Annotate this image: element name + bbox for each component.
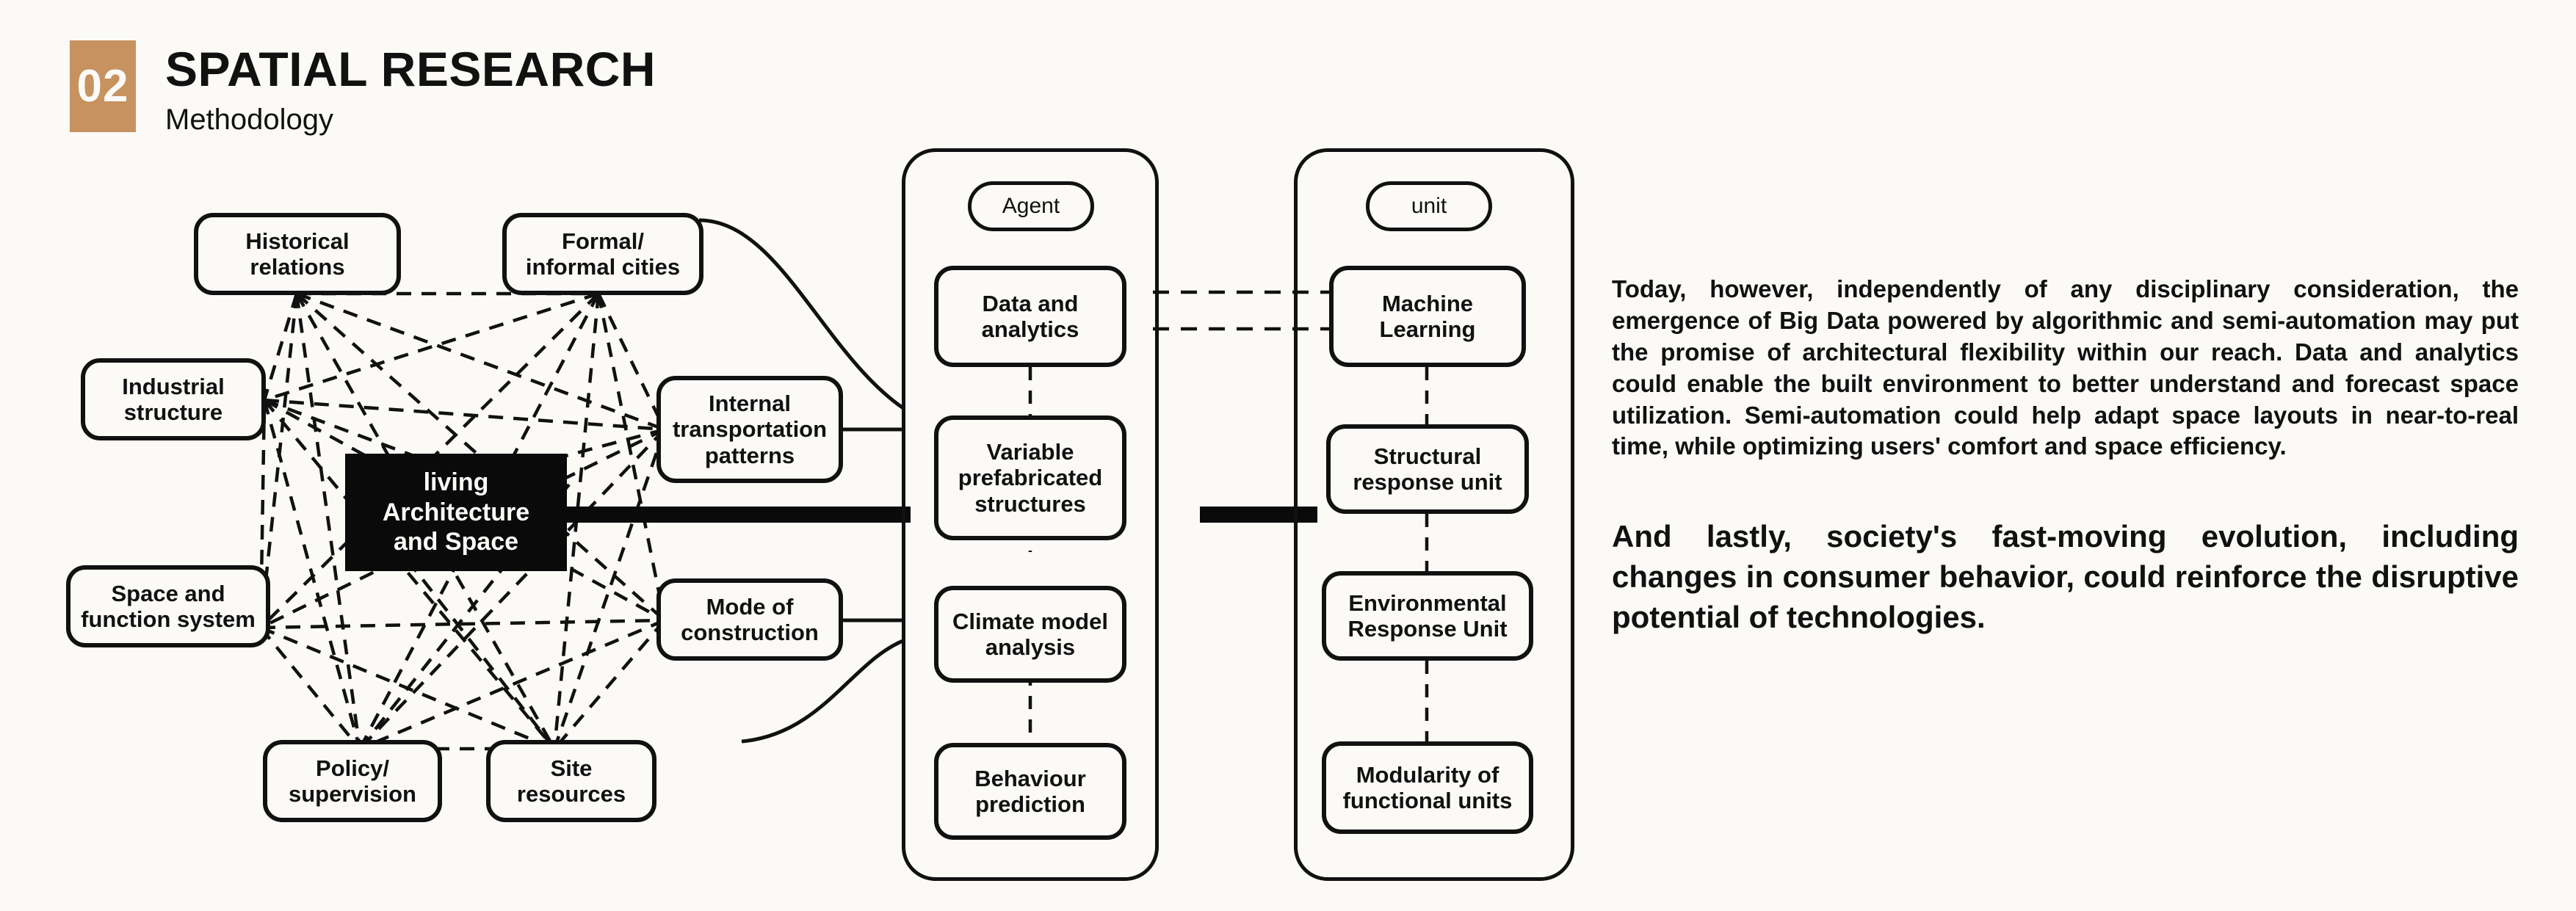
page-header: 02 SPATIAL RESEARCH Methodology <box>70 40 656 134</box>
node-data-and-analytics[interactable]: Data and analytics <box>934 266 1126 367</box>
node-label-line2: relations <box>250 254 345 280</box>
node-climate-model-analysis[interactable]: Climate model analysis <box>934 586 1126 683</box>
node-label-line1: Mode of <box>706 593 794 620</box>
core-label-line1: living <box>423 468 489 496</box>
node-space-and-function-system[interactable]: Space and function system <box>66 565 270 647</box>
node-label-line1: Policy/ <box>316 755 389 781</box>
node-label-line2: Learning <box>1379 316 1476 342</box>
node-label: Space and function system <box>81 581 256 633</box>
page-title: SPATIAL RESEARCH <box>165 42 656 96</box>
node-label-line2: Response Unit <box>1347 616 1508 642</box>
node-label-line1: Site <box>550 755 593 781</box>
node-label: Historical relations <box>245 228 349 280</box>
node-label-line1: Behaviour <box>974 765 1086 791</box>
node-internal-transportation-patterns[interactable]: Internal transportation patterns <box>656 376 843 483</box>
section-number-badge: 02 <box>70 40 136 132</box>
node-environmental-response-unit[interactable]: Environmental Response Unit <box>1322 571 1533 661</box>
node-label-line1: Industrial <box>122 373 225 399</box>
node-label-line1: Structural <box>1373 443 1482 469</box>
page-subtitle: Methodology <box>165 104 334 136</box>
node-label-line2: functional units <box>1342 788 1513 813</box>
primary-flow-bar <box>565 507 1317 523</box>
dashed-network-links <box>258 291 667 751</box>
copy-column: Today, however, independently of any dis… <box>1612 250 2519 668</box>
node-variable-prefabricated-structures[interactable]: Variable prefabricated structures <box>934 415 1126 540</box>
node-label: Variable prefabricated structures <box>958 439 1102 517</box>
node-label: Modularity of functional units <box>1343 762 1513 814</box>
node-machine-learning[interactable]: Machine Learning <box>1329 266 1526 367</box>
node-label: Data and analytics <box>982 291 1079 343</box>
node-label-line3: structures <box>974 490 1086 517</box>
node-label-line2: supervision <box>289 781 416 807</box>
paragraph-emphasis: And lastly, society's fast-moving evolut… <box>1612 519 2519 634</box>
cross-panel-links <box>1153 290 1331 331</box>
unit-panel <box>1294 148 1574 881</box>
solid-flow-connectors <box>698 218 905 744</box>
node-formal-informal-cities[interactable]: Formal/ informal cities <box>502 213 703 295</box>
node-label-line2: structure <box>123 399 223 425</box>
node-label-line2: resources <box>516 781 626 807</box>
node-label-line1: Machine <box>1381 290 1474 316</box>
node-label-line1: Environmental <box>1348 589 1507 616</box>
node-label: Structural response unit <box>1353 443 1502 496</box>
node-label-line2: analytics <box>981 316 1079 342</box>
node-policy-supervision[interactable]: Policy/ supervision <box>263 740 442 822</box>
node-label: Behaviour prediction <box>974 766 1086 818</box>
node-mode-of-construction[interactable]: Mode of construction <box>656 578 843 661</box>
node-label-line1: Formal/ <box>562 228 644 254</box>
node-historical-relations[interactable]: Historical relations <box>194 213 401 295</box>
node-label-line2: prefabricated <box>958 465 1103 491</box>
node-label: Site resources <box>517 755 626 807</box>
core-label-line2: Architecture <box>382 498 530 526</box>
node-label-line2: response unit <box>1353 469 1502 495</box>
node-label-line1: Variable <box>986 439 1074 465</box>
node-label-line2: transportation <box>672 416 828 443</box>
node-label-line2: analysis <box>985 634 1076 660</box>
node-label-line1: Historical <box>245 228 350 254</box>
agent-panel-title: Agent <box>968 181 1094 231</box>
core-label-line3: and Space <box>393 528 519 556</box>
node-label: Environmental Response Unit <box>1347 590 1507 642</box>
node-label-line2: function system <box>81 606 256 632</box>
node-living-architecture-and-space[interactable]: living Architecture and Space <box>345 454 567 571</box>
node-label-line1: Modularity of <box>1356 761 1499 788</box>
header-text-group: SPATIAL RESEARCH Methodology <box>165 40 656 134</box>
node-label-line1: Data and <box>982 290 1079 316</box>
node-label: Mode of construction <box>681 594 819 646</box>
node-label-line1: Internal <box>709 391 791 416</box>
node-label-line1: Climate model <box>952 608 1108 634</box>
unit-panel-title: unit <box>1366 181 1492 231</box>
node-label: Formal/ informal cities <box>526 228 680 280</box>
node-label-line3: patterns <box>704 442 795 468</box>
node-modularity-of-functional-units[interactable]: Modularity of functional units <box>1322 741 1533 834</box>
node-label: Policy/ supervision <box>289 755 416 807</box>
node-label: Climate model analysis <box>952 609 1108 661</box>
core-label: living Architecture and Space <box>383 468 529 557</box>
node-industrial-structure[interactable]: Industrial structure <box>81 358 266 440</box>
node-label: Internal transportation patterns <box>673 391 827 468</box>
paragraph-primary: Today, however, independently of any dis… <box>1612 275 2519 460</box>
node-label-line2: construction <box>681 620 819 645</box>
node-label-line2: prediction <box>975 791 1085 817</box>
node-label-line2: informal cities <box>525 254 681 280</box>
node-label-line1: Space and <box>111 580 225 606</box>
agent-panel <box>902 148 1159 881</box>
node-label: Industrial structure <box>122 374 225 426</box>
node-site-resources[interactable]: Site resources <box>486 740 656 822</box>
node-behaviour-prediction[interactable]: Behaviour prediction <box>934 743 1126 840</box>
node-structural-response-unit[interactable]: Structural response unit <box>1326 424 1529 514</box>
node-label: Machine Learning <box>1380 291 1476 343</box>
